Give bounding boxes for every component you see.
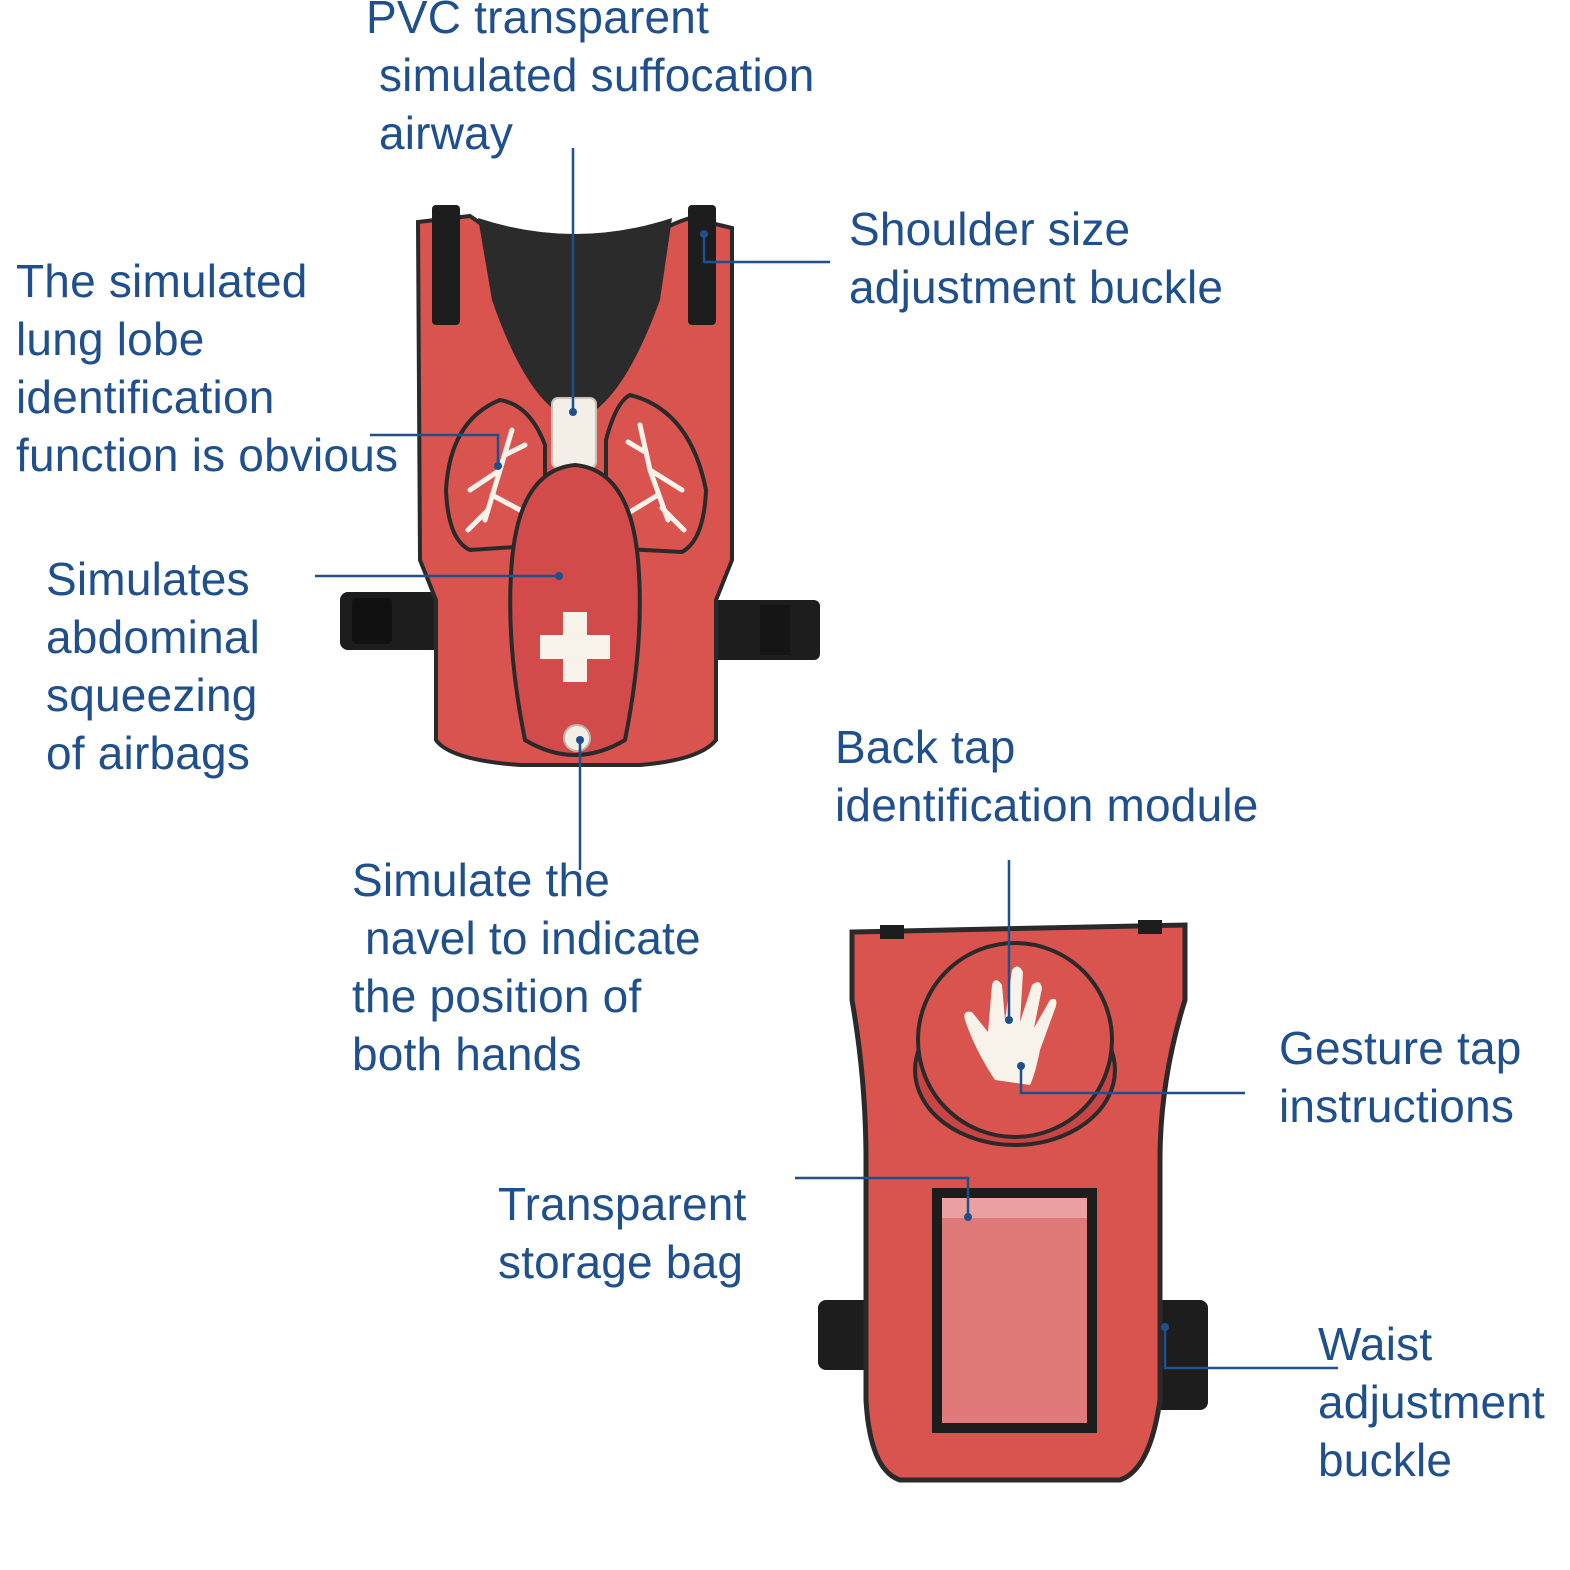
label-line: the position of bbox=[352, 970, 642, 1022]
label-line: Gesture tap bbox=[1279, 1022, 1522, 1074]
abdominal-airbag bbox=[508, 462, 642, 757]
leader-lung bbox=[370, 433, 500, 466]
label-line: both hands bbox=[352, 1028, 582, 1080]
label-line: buckle bbox=[1318, 1434, 1453, 1486]
front-left-shoulder-strap bbox=[432, 205, 460, 325]
label-line: Simulate the bbox=[352, 854, 611, 906]
leader-gesture bbox=[1019, 1066, 1245, 1095]
first-aid-cross-icon bbox=[540, 612, 610, 682]
label-line: lung lobe bbox=[16, 313, 205, 365]
label-storage-bag: Transparent storage bag bbox=[498, 1175, 747, 1291]
label-gesture-tap: Gesture tap instructions bbox=[1279, 1019, 1522, 1135]
label-line: storage bag bbox=[498, 1236, 744, 1288]
hand-icon bbox=[964, 966, 1057, 1085]
transparent-storage-bag bbox=[932, 1188, 1097, 1433]
label-line: Back tap bbox=[835, 721, 1016, 773]
label-line: Shoulder size bbox=[849, 203, 1131, 255]
label-line: identification bbox=[16, 371, 275, 423]
back-left-shoulder-tab bbox=[880, 925, 904, 939]
leader-lines bbox=[315, 148, 1338, 1370]
label-waist-buckle: Waist adjustment buckle bbox=[1318, 1315, 1545, 1489]
label-line: airway bbox=[366, 107, 514, 159]
label-airway: PVC transparent simulated suffocation ai… bbox=[366, 0, 814, 162]
shoulder-buckle-icon bbox=[688, 205, 716, 325]
label-line: squeezing bbox=[46, 669, 258, 721]
leader-storage bbox=[795, 1176, 970, 1217]
label-line: identification module bbox=[835, 779, 1259, 831]
label-shoulder-buckle: Shoulder size adjustment buckle bbox=[849, 200, 1223, 316]
label-line: PVC transparent bbox=[366, 0, 710, 43]
label-line: abdominal bbox=[46, 611, 261, 663]
label-line: instructions bbox=[1279, 1080, 1515, 1132]
leader-shoulder bbox=[702, 234, 830, 264]
leader-waist bbox=[1163, 1327, 1338, 1370]
label-line: simulated suffocation bbox=[366, 49, 815, 101]
back-right-shoulder-tab bbox=[1138, 920, 1162, 934]
label-line: Waist bbox=[1318, 1318, 1433, 1370]
label-line: adjustment buckle bbox=[849, 261, 1224, 313]
front-throat-area bbox=[478, 218, 672, 420]
front-vest bbox=[340, 205, 820, 767]
label-navel: Simulate the navel to indicate the posit… bbox=[352, 851, 701, 1083]
label-line: Transparent bbox=[498, 1178, 747, 1230]
front-left-waist-strap bbox=[340, 592, 450, 650]
label-line: adjustment bbox=[1318, 1376, 1546, 1428]
label-line: Simulates bbox=[46, 553, 250, 605]
front-right-waist-strap bbox=[700, 600, 820, 660]
label-back-tap-module: Back tap identification module bbox=[835, 718, 1259, 834]
label-line: navel to indicate bbox=[352, 912, 701, 964]
label-abdominal-airbags: Simulates abdominal squeezing of airbags bbox=[46, 550, 260, 782]
label-line: of airbags bbox=[46, 727, 251, 779]
label-line: function is obvious bbox=[16, 429, 399, 481]
label-line: The simulated bbox=[16, 255, 308, 307]
back-vest bbox=[818, 920, 1208, 1483]
leader-dots bbox=[494, 230, 1169, 1331]
label-lung-lobe: The simulated lung lobe identification f… bbox=[16, 252, 398, 484]
